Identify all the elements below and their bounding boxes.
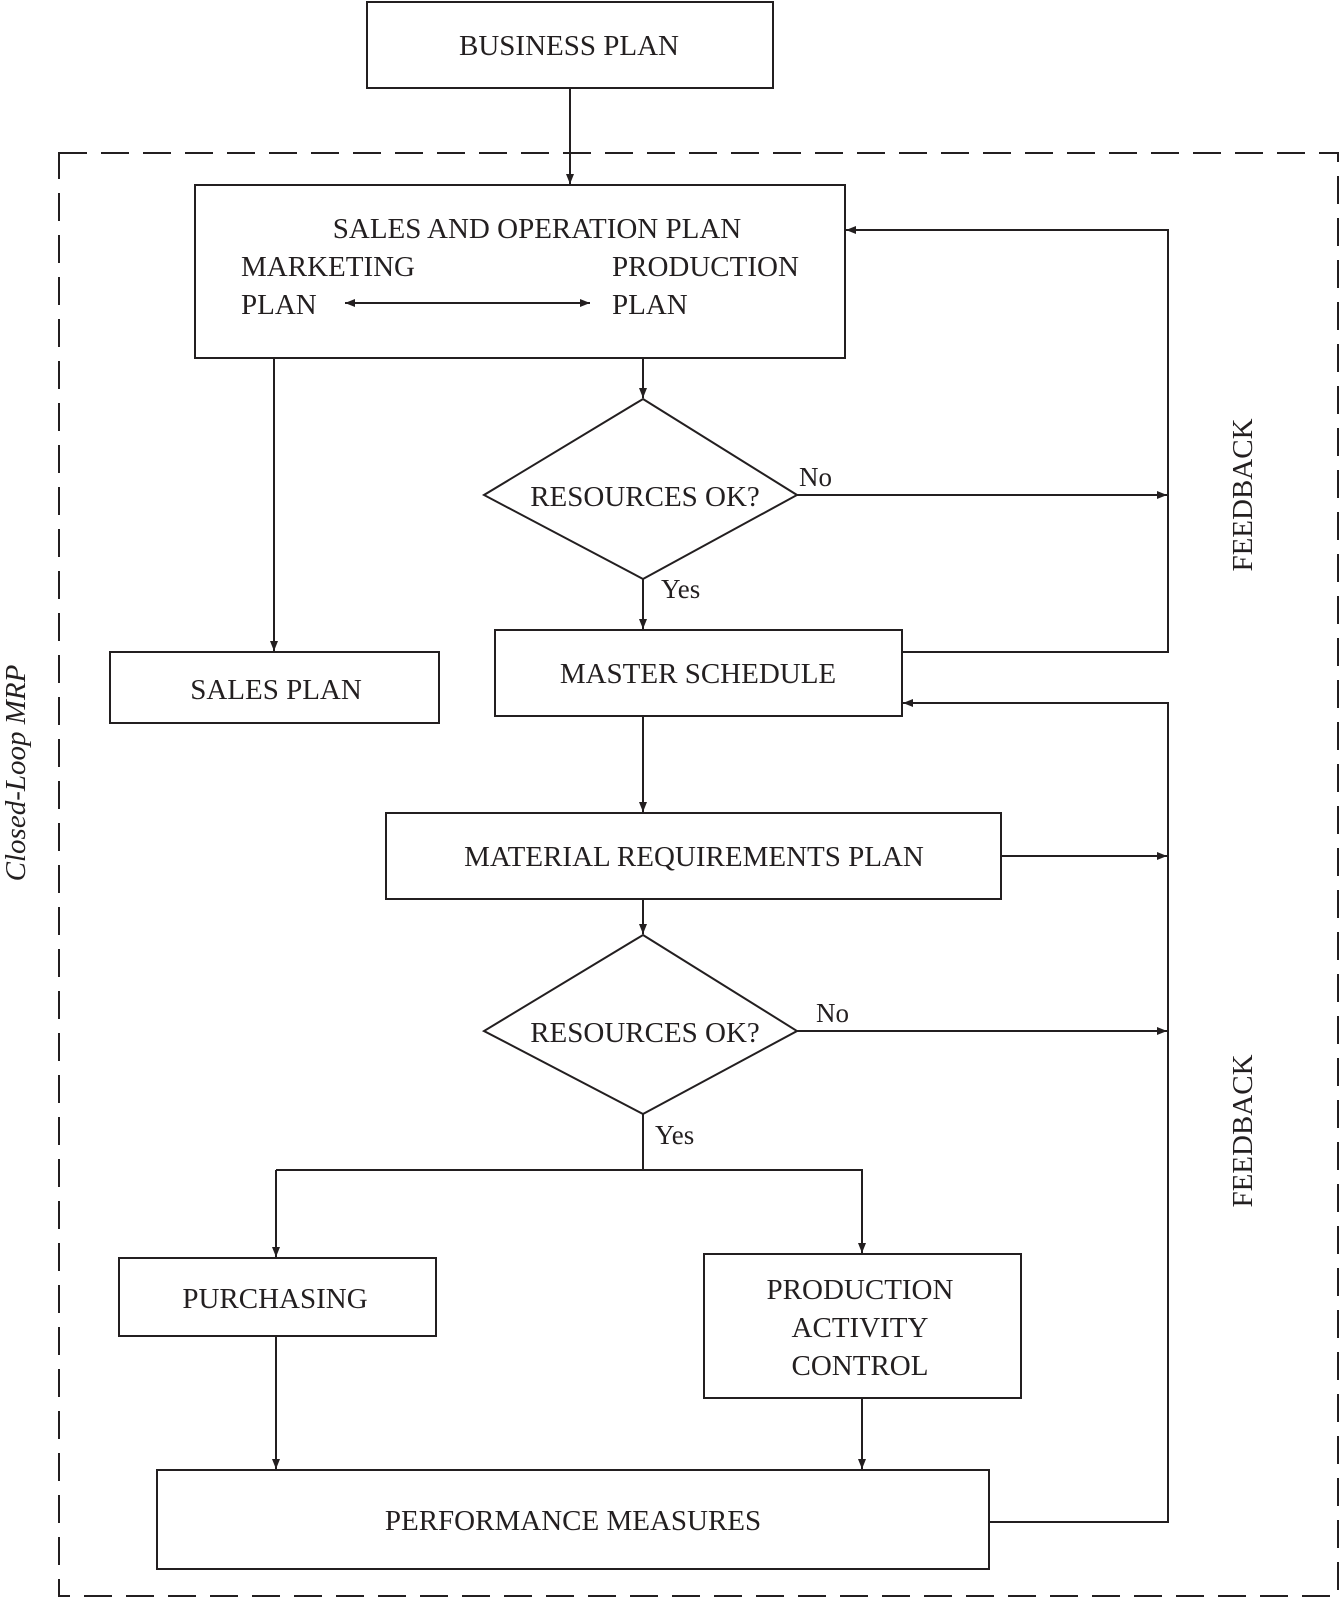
sales-and-operation-plan-node: SALES AND OPERATION PLAN MARKETING PLAN …	[194, 184, 846, 359]
resources-check-2-node: RESOURCES OK?	[481, 933, 799, 1116]
no-label-2: No	[816, 998, 849, 1028]
arrow-to-production-activity-control	[643, 1169, 866, 1253]
lower-feedback-label: FEEDBACK	[1227, 1054, 1259, 1207]
performance-measures-node: PERFORMANCE MEASURES	[156, 1469, 990, 1570]
master-schedule-label: MASTER SCHEDULE	[560, 658, 836, 690]
yes-label-2: Yes	[655, 1120, 694, 1150]
yes-label-1: Yes	[661, 574, 700, 604]
no-label-1: No	[799, 462, 832, 492]
mrp-label: MATERIAL REQUIREMENTS PLAN	[464, 841, 924, 873]
pac-label-line2: ACTIVITY	[792, 1312, 929, 1344]
pac-label-line3: CONTROL	[792, 1350, 929, 1382]
resources-check-2-label: RESOURCES OK?	[530, 1017, 760, 1049]
upper-feedback-loop	[846, 226, 1169, 653]
yes-split-connector	[276, 1114, 644, 1171]
business-plan-label: BUSINESS PLAN	[459, 30, 679, 62]
purchasing-label: PURCHASING	[182, 1283, 367, 1315]
resources-check-1-node: RESOURCES OK?	[481, 397, 799, 581]
marketing-plan-label-line1: MARKETING	[241, 251, 415, 283]
performance-measures-label: PERFORMANCE MEASURES	[385, 1505, 761, 1537]
lower-feedback-loop	[903, 699, 1169, 1523]
production-plan-label-line2: PLAN	[612, 289, 688, 321]
boundary-label: Closed-Loop MRP	[0, 665, 32, 882]
material-requirements-plan-node: MATERIAL REQUIREMENTS PLAN	[385, 812, 1002, 900]
marketing-plan-label-line2: PLAN	[241, 289, 317, 321]
sales-plan-node: SALES PLAN	[109, 651, 440, 724]
sales-plan-label: SALES PLAN	[190, 674, 362, 706]
production-activity-control-node: PRODUCTION ACTIVITY CONTROL	[703, 1253, 1022, 1399]
production-plan-label-line1: PRODUCTION	[612, 251, 799, 283]
closed-loop-boundary	[58, 152, 1339, 1597]
sop-title: SALES AND OPERATION PLAN	[333, 213, 742, 245]
upper-feedback-label: FEEDBACK	[1227, 418, 1259, 571]
purchasing-node: PURCHASING	[118, 1257, 437, 1337]
master-schedule-node: MASTER SCHEDULE	[494, 629, 903, 717]
business-plan-node: BUSINESS PLAN	[366, 1, 774, 89]
resources-check-1-label: RESOURCES OK?	[530, 481, 760, 513]
pac-label-line1: PRODUCTION	[767, 1274, 954, 1306]
